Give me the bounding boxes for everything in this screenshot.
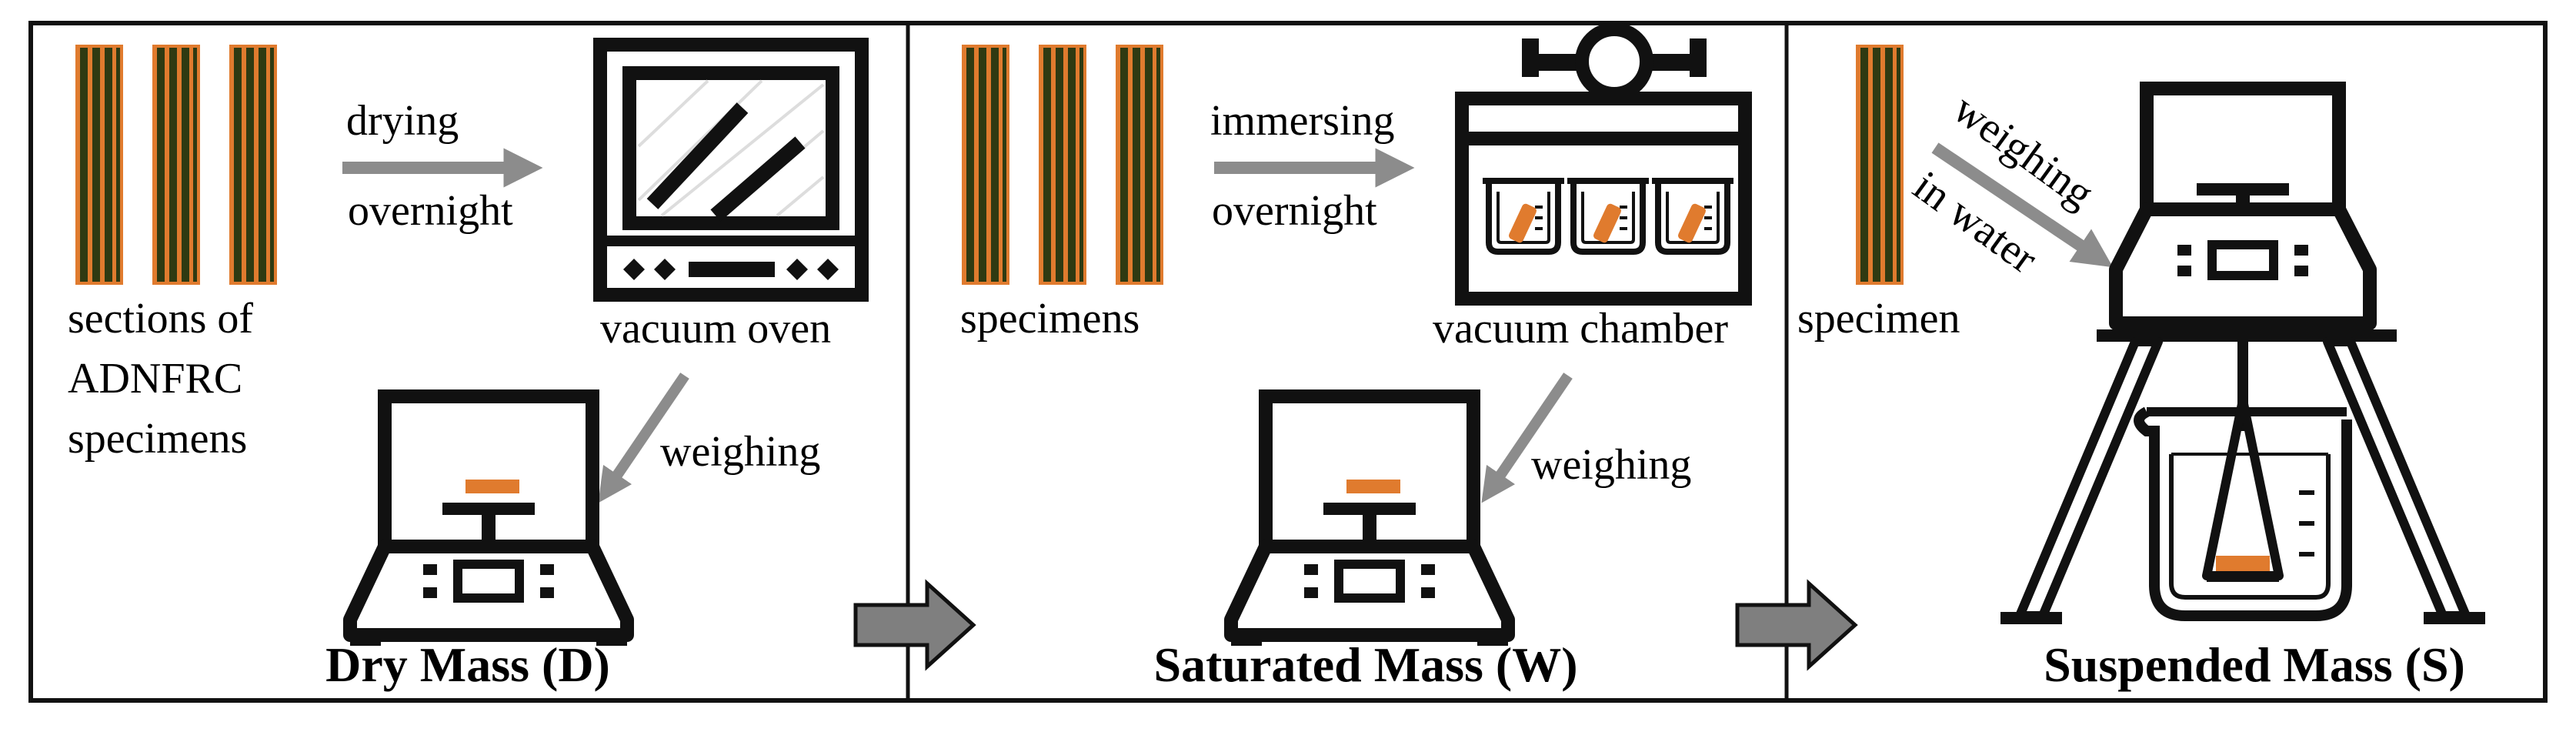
- vacuum-oven-icon: [593, 38, 869, 302]
- result-label: Dry Mass (D): [325, 637, 610, 692]
- weigh-arrow-icon: [1481, 373, 1573, 503]
- flow-arrow-2-icon: [1735, 579, 1858, 671]
- process-label-line-1: immersing: [1210, 97, 1395, 145]
- result-label: Suspended Mass (S): [2044, 637, 2465, 692]
- outer-frame: [28, 21, 2548, 703]
- specimen-label: specimens: [960, 295, 1140, 343]
- panel-suspended-mass: specimen weighing in water: [1797, 45, 2485, 692]
- suspended-weighing-icon: [2000, 82, 2485, 624]
- weigh-arrow-icon: [598, 373, 689, 503]
- process-label-line-2: overnight: [1212, 187, 1377, 235]
- result-label: Saturated Mass (W): [1153, 637, 1577, 692]
- specimen-label-line-2: ADNFRC: [68, 355, 242, 403]
- weigh-label: weighing: [1531, 441, 1691, 489]
- balance-icon: [1231, 396, 1508, 646]
- specimen-label-line-1: sections of: [68, 295, 253, 343]
- equipment-label: vacuum oven: [600, 305, 831, 353]
- vacuum-chamber-icon: [1455, 22, 1752, 306]
- equipment-label: vacuum chamber: [1433, 305, 1728, 353]
- specimen-strips: [75, 45, 277, 285]
- flow-arrow-1-icon: [853, 579, 976, 671]
- process-arrow-icon: [1931, 142, 2114, 268]
- process-label-line-2: overnight: [348, 187, 513, 235]
- specimen-strip: [1856, 45, 1904, 285]
- weigh-label: weighing: [660, 428, 820, 476]
- panel-saturated-mass: specimens immersing overnight vacuum cha…: [960, 22, 1752, 692]
- panel-dry-mass: sections of ADNFRC specimens drying over…: [68, 38, 869, 692]
- balance-icon: [350, 396, 627, 646]
- process-label-line-1: drying: [346, 97, 459, 145]
- specimen-label-line-3: specimens: [68, 415, 247, 463]
- specimen-strips: [962, 45, 1163, 285]
- specimen-label: specimen: [1797, 295, 1960, 343]
